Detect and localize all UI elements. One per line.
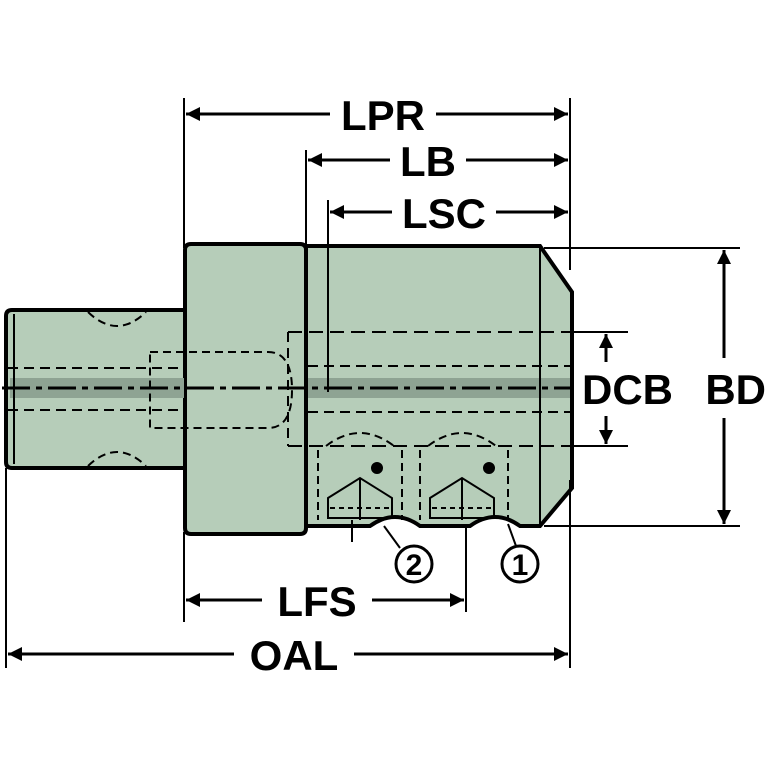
dimension-lines <box>8 107 731 661</box>
callout-1: 1 <box>500 523 540 584</box>
label-lsc: LSC <box>402 190 486 237</box>
label-lb: LB <box>400 138 456 185</box>
label-lpr: LPR <box>341 92 425 139</box>
label-oal: OAL <box>250 632 339 679</box>
callout-2: 2 <box>383 525 434 584</box>
callout-1-number: 1 <box>512 549 529 582</box>
screw-1 <box>419 432 509 520</box>
extension-lines <box>5 98 740 668</box>
callout-2-number: 2 <box>406 549 423 582</box>
label-dcb: DCB <box>582 366 673 413</box>
screw-2 <box>317 432 403 520</box>
label-lfs: LFS <box>277 578 356 625</box>
label-bd: BD <box>705 366 766 413</box>
internal-bore <box>149 351 294 429</box>
